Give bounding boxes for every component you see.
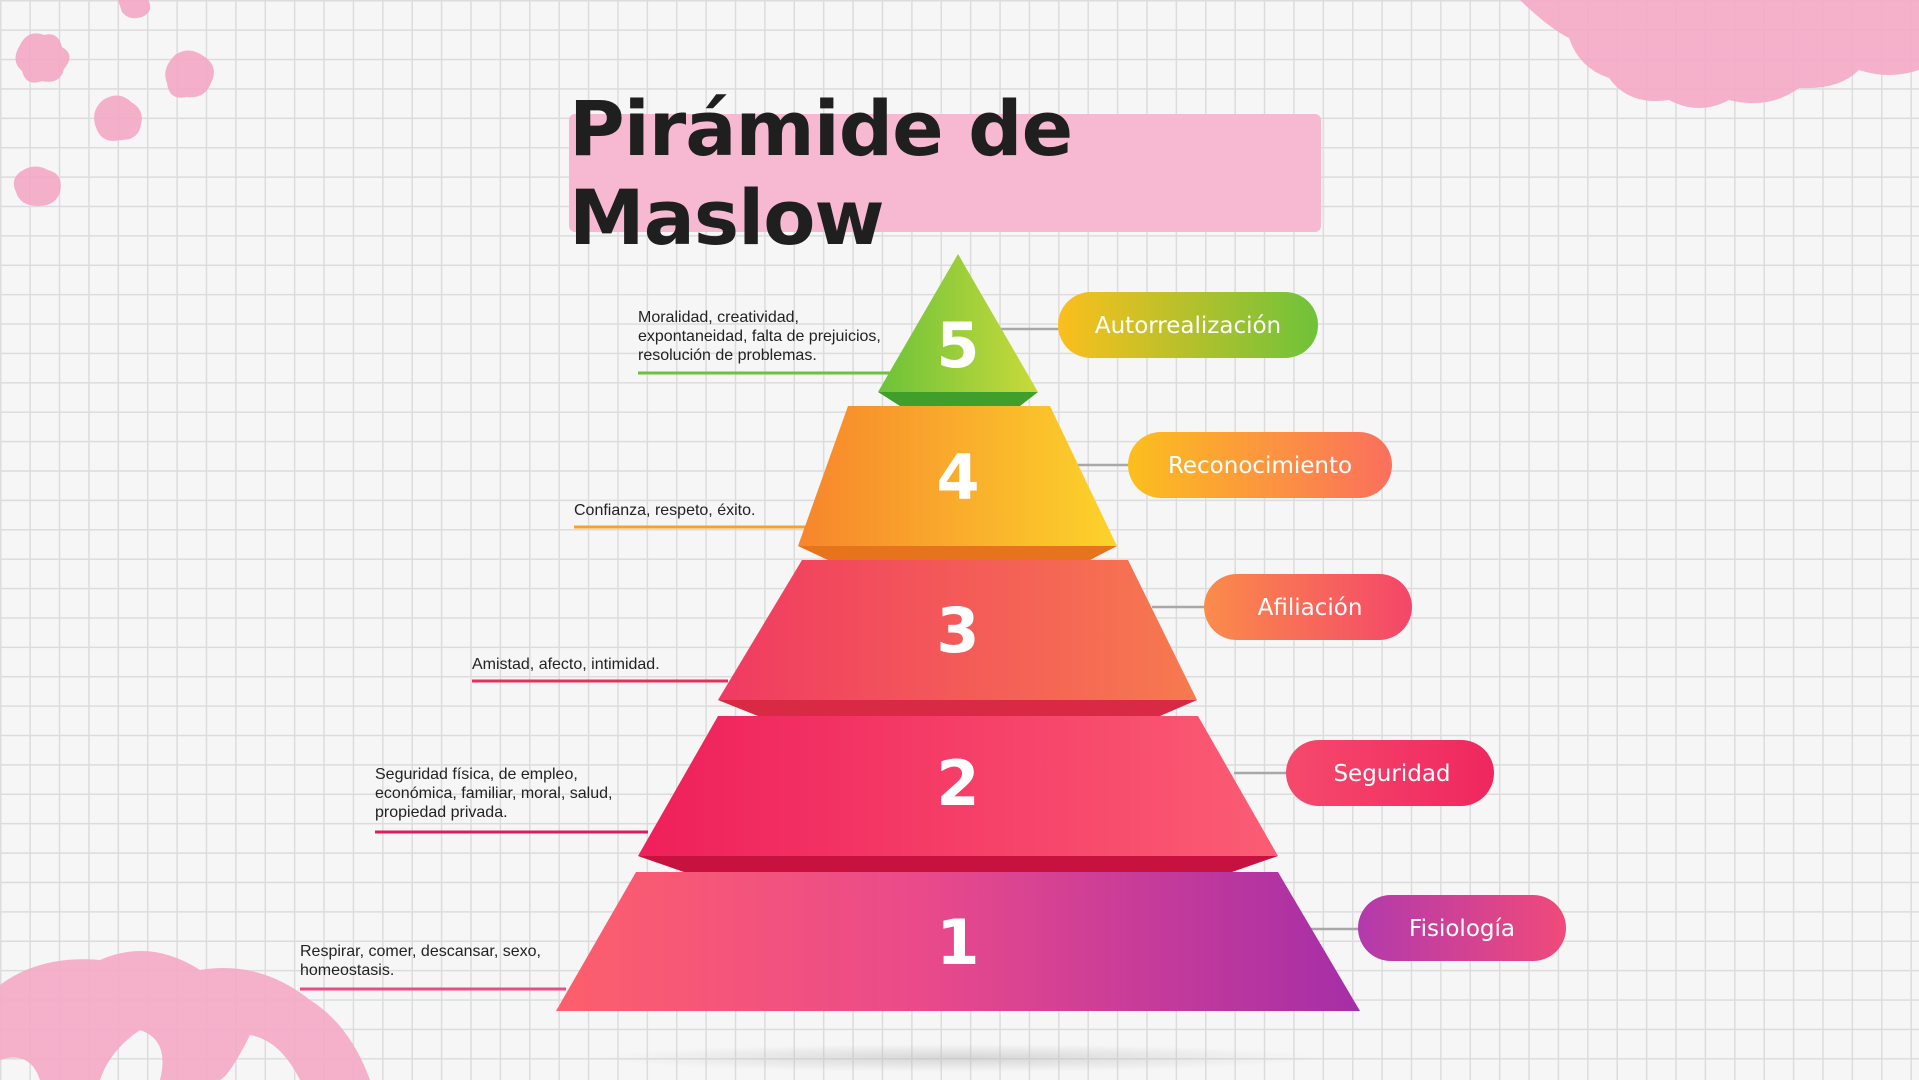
page-title: Pirámide de Maslow bbox=[569, 84, 1073, 262]
label-reconocimiento: Reconocimiento bbox=[1168, 453, 1352, 479]
pill-level-1 bbox=[1358, 895, 1566, 961]
description-line: homeostasis. bbox=[300, 962, 395, 979]
description-level-1: Respirar, comer, descansar, sexo, homeos… bbox=[300, 942, 541, 980]
pill-level-5 bbox=[1058, 292, 1318, 358]
pill-level-2 bbox=[1286, 740, 1494, 806]
description-level-4: Confianza, respeto, éxito. bbox=[574, 501, 755, 520]
level-number-1: 1 bbox=[936, 906, 979, 979]
label-afiliacion: Afiliación bbox=[1258, 595, 1363, 621]
level-number-5: 5 bbox=[936, 309, 979, 382]
level-number-3: 3 bbox=[936, 594, 979, 667]
description-line: expontaneidad, falta de prejuicios, bbox=[638, 328, 881, 345]
description-level-5: Moralidad, creatividad, expontaneidad, f… bbox=[638, 308, 881, 365]
label-autorrealizacion: Autorrealización bbox=[1095, 313, 1281, 339]
label-connectors bbox=[1000, 327, 1360, 931]
level-number-2: 2 bbox=[936, 747, 979, 820]
description-line: Amistad, afecto, intimidad. bbox=[472, 656, 660, 673]
level-label-pills bbox=[1058, 292, 1566, 961]
description-line: Respirar, comer, descansar, sexo, bbox=[300, 943, 541, 960]
title-banner: Pirámide de Maslow bbox=[569, 84, 1321, 262]
description-line: Confianza, respeto, éxito. bbox=[574, 502, 756, 519]
description-connectors bbox=[300, 371, 890, 991]
pyramid-level-5 bbox=[878, 254, 1038, 406]
pill-level-4 bbox=[1128, 432, 1392, 498]
description-line: resolución de problemas. bbox=[638, 347, 817, 364]
level-number-4: 4 bbox=[936, 441, 979, 514]
description-line: económica, familiar, moral, salud, bbox=[375, 785, 613, 802]
label-seguridad: Seguridad bbox=[1333, 761, 1450, 787]
pill-level-3 bbox=[1204, 574, 1412, 640]
pyramid-level-3 bbox=[718, 560, 1197, 716]
pyramid-level-2 bbox=[638, 716, 1278, 872]
label-fisiologia: Fisiología bbox=[1409, 916, 1515, 942]
pyramid-shadow bbox=[600, 1044, 1320, 1072]
pyramid-level-1 bbox=[556, 872, 1360, 1011]
pyramid-level-4 bbox=[798, 406, 1117, 560]
description-line: propiedad privada. bbox=[375, 804, 508, 821]
description-line: Moralidad, creatividad, bbox=[638, 309, 799, 326]
description-level-2: Seguridad física, de empleo, económica, … bbox=[375, 765, 612, 822]
description-line: Seguridad física, de empleo, bbox=[375, 766, 578, 783]
description-level-3: Amistad, afecto, intimidad. bbox=[472, 655, 660, 674]
